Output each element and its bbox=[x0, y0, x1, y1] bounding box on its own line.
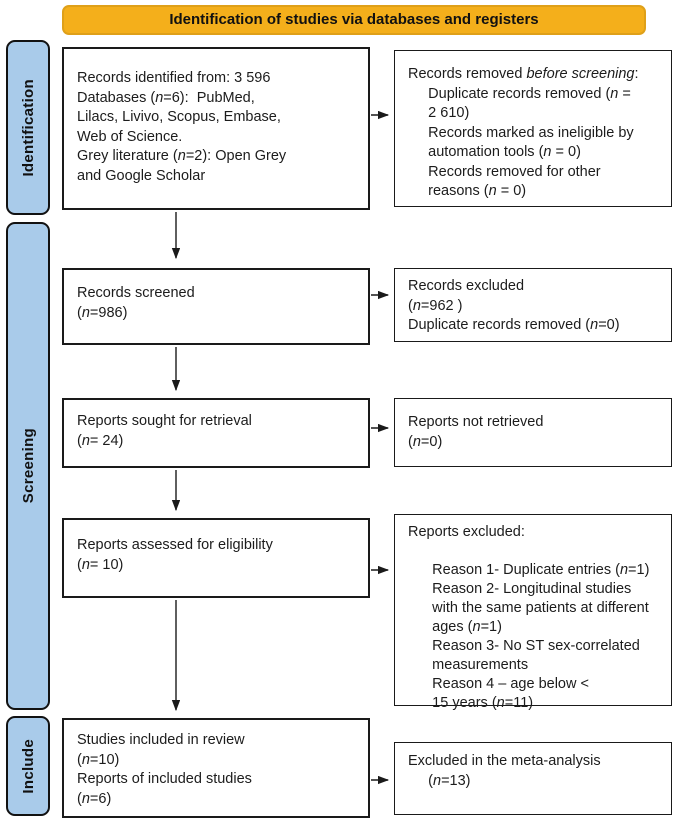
box-records-excluded: Records excluded(n=962 )Duplicate record… bbox=[394, 268, 672, 342]
box-reports-excluded: Reports excluded: Reason 1- Duplicate en… bbox=[394, 514, 672, 711]
stage-bar-screening: Screening bbox=[6, 222, 50, 710]
box-reports-sought: Reports sought for retrieval(n= 24) bbox=[62, 398, 370, 468]
box-reports-not-retrieved: Reports not retrieved(n=0) bbox=[394, 398, 672, 467]
box-reports-assessed: Reports assessed for eligibility(n= 10) bbox=[62, 518, 370, 598]
box-records-removed: Records removed before screening: Duplic… bbox=[394, 50, 672, 207]
stage-bar-identification: Identification bbox=[6, 40, 50, 215]
box-excluded-meta-analysis: Excluded in the meta-analysis (n=13) bbox=[394, 742, 672, 815]
banner-title: Identification of studies via databases … bbox=[62, 5, 646, 35]
stage-bar-include: Include bbox=[6, 716, 50, 816]
box-records-screened: Records screened(n=986) bbox=[62, 268, 370, 345]
box-studies-included: Studies included in review(n=10)Reports … bbox=[62, 718, 370, 818]
